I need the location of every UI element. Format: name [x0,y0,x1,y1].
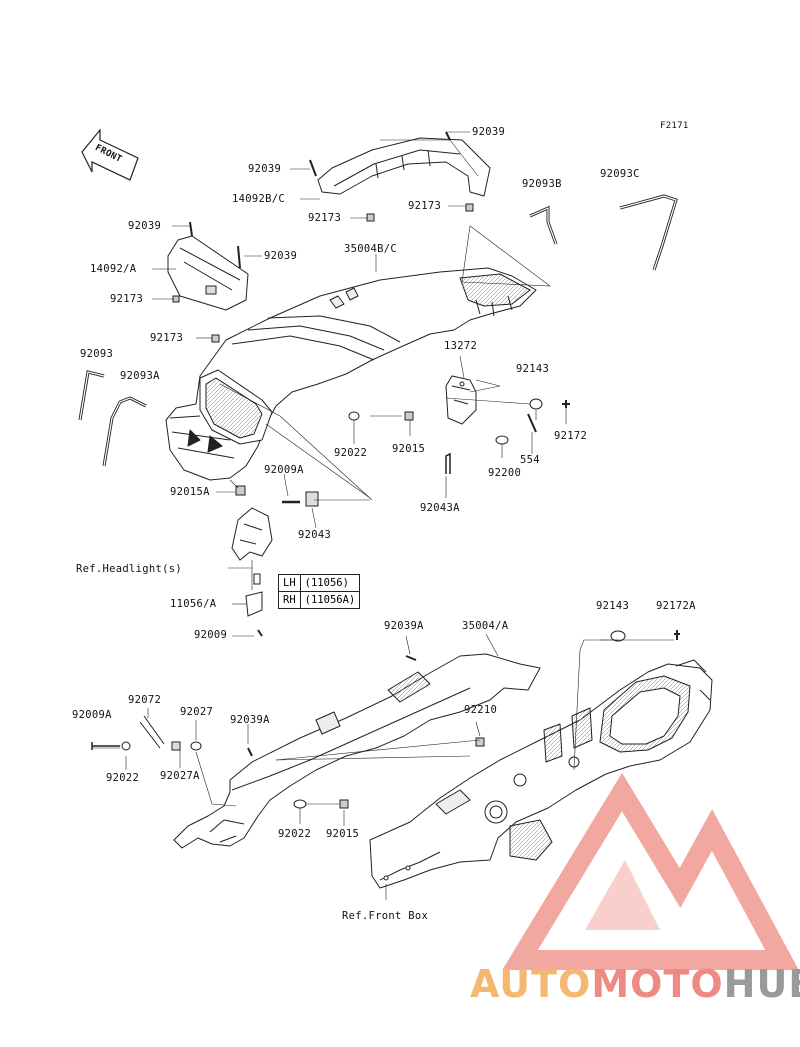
front-arrow-icon [81,128,139,181]
part-label-14092b-c[interactable]: 14092B/C [232,193,285,205]
trim-strips [78,194,678,467]
watermark-text: AUTOMOTOHUB [470,962,800,1006]
part-label-13272[interactable]: 13272 [444,340,478,352]
lower-frame-assembly [173,653,713,889]
part-label-92015[interactable]: 92015 [392,443,426,455]
part-label-92143[interactable]: 92143 [516,363,550,375]
bracket-13272 [445,375,477,425]
part-label-92022[interactable]: 92022 [334,447,368,459]
part-label-92210[interactable]: 92210 [464,704,498,716]
part-label-92039[interactable]: 92039 [472,126,506,138]
variant-row: LH (11056) [278,574,361,592]
upper-cowl-assembly [165,137,537,481]
variant-part-number[interactable]: (11056A) [299,591,361,609]
ref-front-box-label: Ref.Front Box [342,910,429,922]
part-label-35004b-c[interactable]: 35004B/C [344,243,397,255]
part-label-92022[interactable]: 92022 [278,828,312,840]
part-label-92009a[interactable]: 92009A [72,709,112,721]
variant-side: RH [278,591,301,609]
part-label-92093b[interactable]: 92093B [522,178,562,190]
part-label-92173[interactable]: 92173 [110,293,144,305]
part-label-92172[interactable]: 92172 [554,430,588,442]
part-label-92027[interactable]: 92027 [180,706,214,718]
part-label-14092-a[interactable]: 14092/A [90,263,137,275]
watermark-text-part: AUTO [470,962,592,1006]
part-label-92015[interactable]: 92015 [326,828,360,840]
watermark-text-part: MOTO [591,962,724,1006]
part-label-92043[interactable]: 92043 [298,529,332,541]
part-label-92200[interactable]: 92200 [488,467,522,479]
part-label-92143[interactable]: 92143 [596,600,630,612]
part-label-92015a[interactable]: 92015A [170,486,210,498]
part-label-92039a[interactable]: 92039A [384,620,424,632]
part-label-92009[interactable]: 92009 [194,629,228,641]
leader-lines [92,131,674,900]
part-label-92039a[interactable]: 92039A [230,714,270,726]
part-label-92009a[interactable]: 92009A [264,464,304,476]
figure-id: F2171 [660,121,689,131]
part-label-92039[interactable]: 92039 [264,250,298,262]
part-label-35004-a[interactable]: 35004/A [462,620,509,632]
variant-row: RH (11056A) [278,591,361,609]
part-label-92093[interactable]: 92093 [80,348,114,360]
part-label-92039[interactable]: 92039 [128,220,162,232]
part-label-92027a[interactable]: 92027A [160,770,200,782]
watermark-logo [502,772,799,970]
variant-table: LH (11056) RH (11056A) [278,574,361,609]
watermark-text-part: HUB [723,962,800,1006]
part-label-92022[interactable]: 92022 [106,772,140,784]
part-label-92173[interactable]: 92173 [308,212,342,224]
part-label-92072[interactable]: 92072 [128,694,162,706]
part-label-92173[interactable]: 92173 [150,332,184,344]
part-label-92172a[interactable]: 92172A [656,600,696,612]
variant-side: LH [278,574,301,592]
part-label-92043a[interactable]: 92043A [420,502,460,514]
variant-part-number[interactable]: (11056) [299,574,361,592]
part-label-92173[interactable]: 92173 [408,200,442,212]
ref-headlight-label: Ref.Headlight(s) [76,563,182,575]
part-label-92093a[interactable]: 92093A [120,370,160,382]
part-label-11056-a[interactable]: 11056/A [170,598,217,610]
headlight-bracket [231,507,273,617]
part-label-554[interactable]: 554 [520,454,540,466]
part-label-92093c[interactable]: 92093C [600,168,640,180]
part-label-92039[interactable]: 92039 [248,163,282,175]
